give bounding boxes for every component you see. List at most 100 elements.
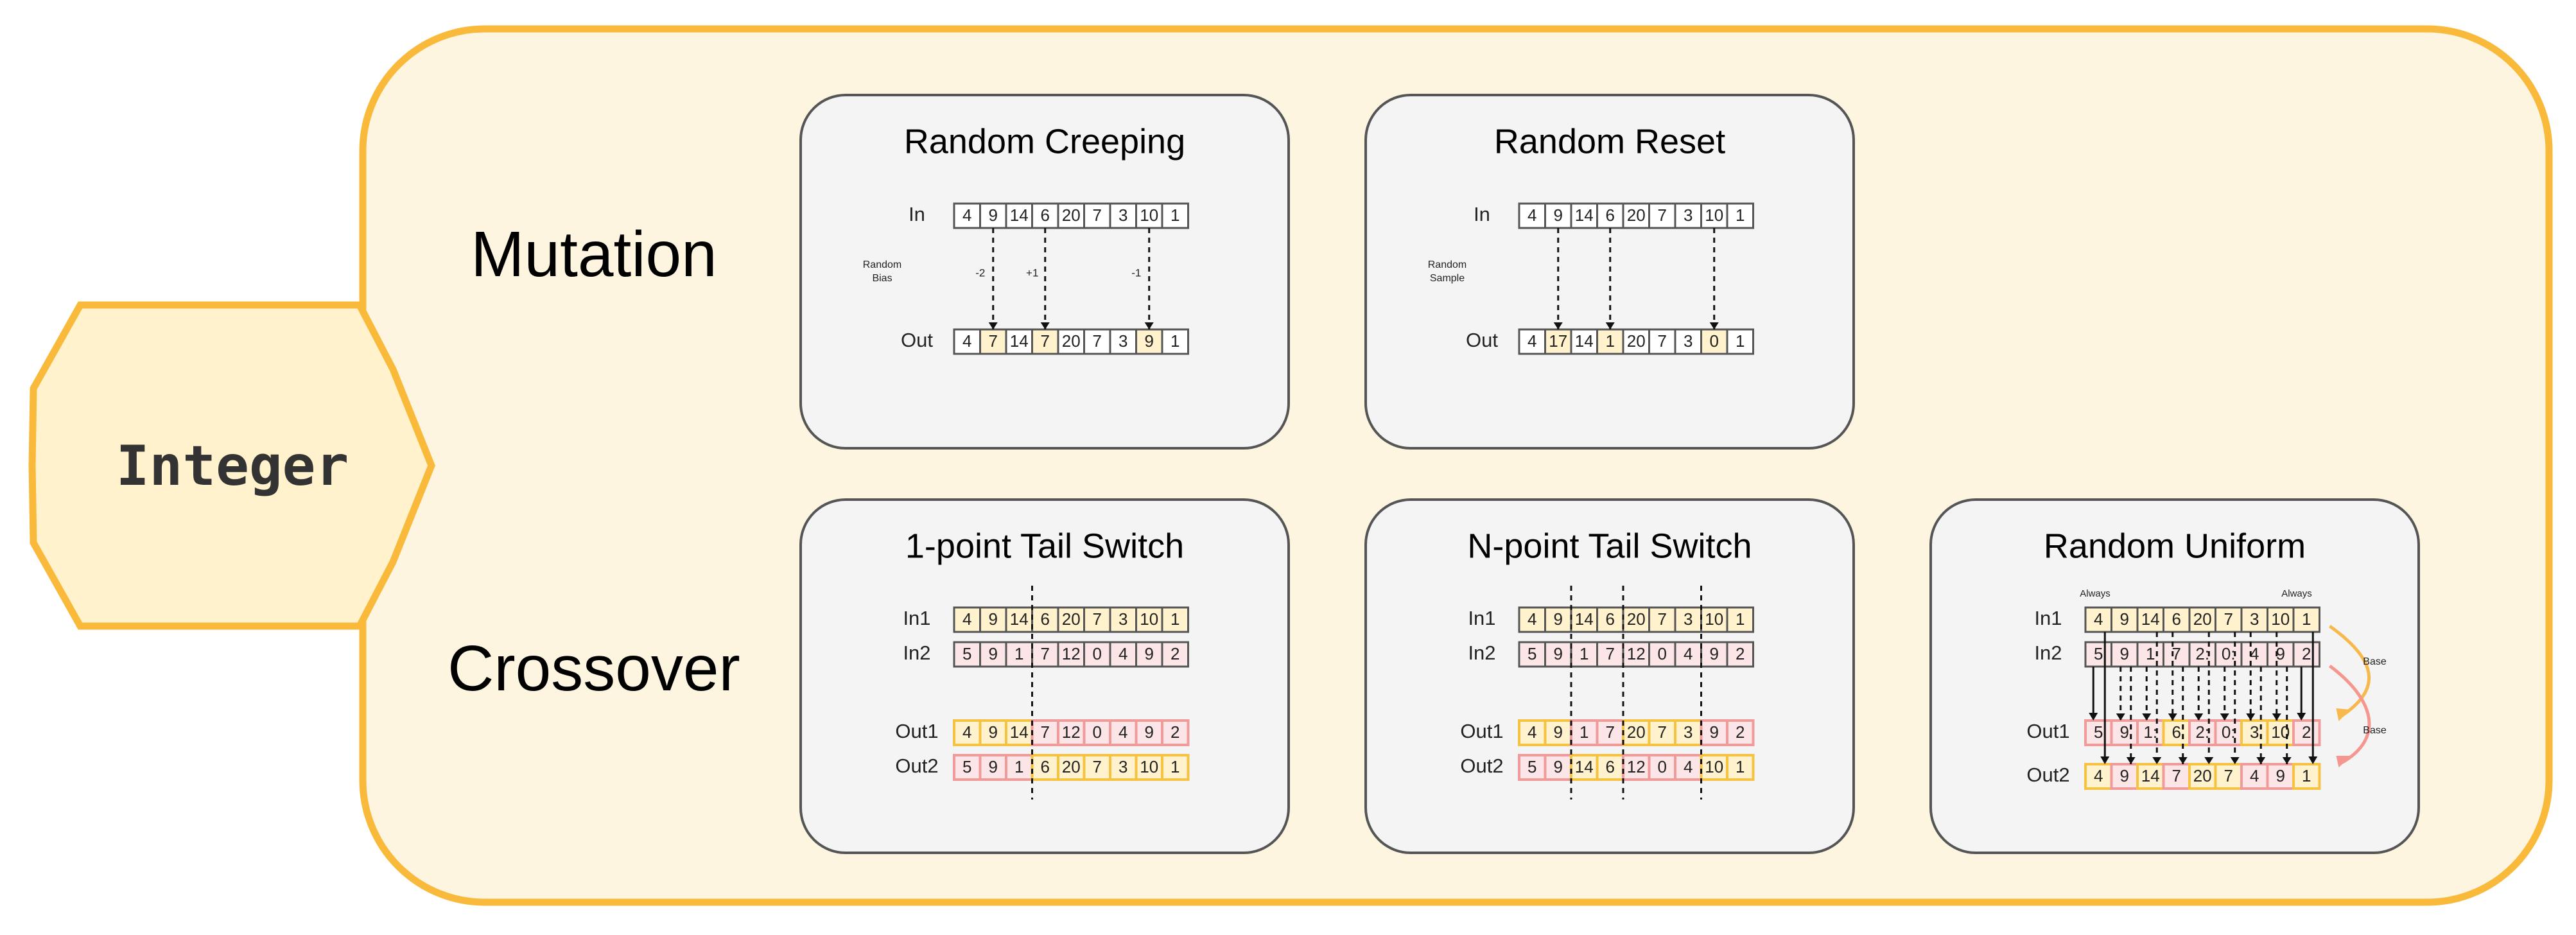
gene-value: 1 — [1171, 331, 1179, 351]
arrow-head — [1553, 322, 1563, 329]
gene-cell — [1726, 719, 1755, 746]
gene-value: 0 — [1658, 644, 1667, 663]
gene-cell — [1570, 202, 1598, 229]
row-label: In — [1474, 203, 1490, 225]
gene-cell — [2240, 641, 2268, 668]
gene-value: 3 — [1118, 609, 1127, 629]
gene-value: 1 — [2302, 766, 2311, 785]
row-label: In1 — [1468, 607, 1495, 629]
gene-cell — [2136, 641, 2164, 668]
gene-value: 12 — [1062, 722, 1081, 742]
gene-cell — [2084, 719, 2113, 746]
arrow-head — [2089, 713, 2098, 721]
gene-value: 0 — [1093, 644, 1102, 663]
gene-cell — [1648, 641, 1676, 668]
gene-value: 2 — [1171, 722, 1179, 742]
gene-value: 1 — [1736, 331, 1745, 351]
base-curve-bottom — [2329, 664, 2371, 764]
gene-value: 5 — [962, 644, 971, 663]
gene-value: 9 — [989, 757, 998, 776]
row-label: Out1 — [1460, 720, 1503, 742]
arrow-head — [2336, 708, 2351, 721]
gene-value: 14 — [1575, 757, 1594, 776]
gene-value: 7 — [1041, 644, 1050, 663]
gene-cell — [1109, 641, 1137, 668]
gene-value: 1 — [1606, 331, 1615, 351]
gene-value: 14 — [1010, 331, 1029, 351]
gene-value: 6 — [1606, 205, 1615, 225]
integer-label: Integer — [116, 434, 349, 498]
gene-value: 4 — [1118, 644, 1127, 663]
arrow-head — [2230, 757, 2240, 764]
gene-value: 14 — [2141, 609, 2160, 629]
gene-value: 9 — [1145, 722, 1154, 742]
gene-cell — [2136, 606, 2164, 633]
gene-value: 4 — [962, 331, 971, 351]
gene-value: 0 — [1093, 722, 1102, 742]
gene-value: 7 — [1093, 205, 1102, 225]
gene-value: 7 — [1041, 722, 1050, 742]
gene-value: 9 — [989, 722, 998, 742]
gene-value: 4 — [962, 609, 971, 629]
gene-value: 4 — [2250, 644, 2259, 663]
gene-value: 4 — [1527, 722, 1536, 742]
gene-value: 2 — [1736, 722, 1745, 742]
gene-value: 14 — [1010, 609, 1029, 629]
gene-value: 9 — [2120, 766, 2129, 785]
arrow-head — [1144, 322, 1154, 329]
gene-value: 3 — [1118, 757, 1127, 776]
gene-cell — [1622, 641, 1650, 668]
gene-value: 14 — [1575, 331, 1594, 351]
gene-cell — [1057, 641, 1085, 668]
arrow-head — [2256, 757, 2266, 764]
gene-cell — [1726, 328, 1754, 355]
base-curve-top — [2329, 624, 2371, 718]
gene-cell — [2215, 606, 2243, 633]
gene-cell — [1135, 202, 1163, 229]
gene-value: 9 — [1145, 644, 1154, 663]
gene-value: 1 — [1014, 644, 1023, 663]
gene-value: 4 — [1527, 205, 1536, 225]
gene-value: 4 — [1684, 644, 1693, 663]
gene-value: 20 — [2193, 766, 2212, 785]
row-label: In1 — [2034, 607, 2062, 629]
gene-value: 4 — [1527, 331, 1536, 351]
gene-cell — [1700, 754, 1728, 781]
gene-value: 1: — [2143, 722, 2157, 742]
gene-cell — [2084, 606, 2112, 633]
gene-cell — [1109, 754, 1138, 781]
gene-value: 10 — [1140, 757, 1158, 776]
gene-cell — [1518, 328, 1546, 355]
gene-cell — [2162, 763, 2191, 790]
card-title: N-point Tail Switch — [1467, 527, 1752, 565]
gene-cell — [2163, 641, 2191, 668]
arrow-head — [2272, 713, 2281, 721]
card-title: 1-point Tail Switch — [905, 527, 1184, 565]
gene-cell — [2136, 719, 2165, 746]
gene-value: 7 — [989, 331, 998, 351]
gene-value: 6 — [1606, 609, 1615, 629]
gene-value: 1 — [1736, 609, 1745, 629]
gene-cell — [1135, 606, 1163, 633]
row-label: In2 — [903, 642, 930, 664]
row-label: In2 — [1468, 642, 1495, 664]
gene-value: 9 — [989, 205, 998, 225]
gene-value: 10 — [1705, 757, 1723, 776]
gene-cell — [1083, 202, 1111, 229]
gene-value: 9 — [2276, 766, 2285, 785]
arrow-head — [2246, 713, 2256, 721]
gene-value: 1 — [1014, 757, 1023, 776]
gene-value: 17 — [1549, 331, 1567, 351]
gene-value: 12 — [1627, 644, 1646, 663]
arrow-head — [988, 322, 998, 329]
row-label: Out — [901, 329, 933, 351]
gene-value: 2 — [1171, 644, 1179, 663]
gene-value: 1 — [2302, 609, 2311, 629]
gene-value: 4 — [2094, 609, 2103, 629]
crossover-row-label: Crossover — [448, 633, 740, 704]
gene-cell — [1648, 719, 1676, 746]
gene-value: 3 — [2250, 609, 2259, 629]
gene-value: 1 — [1736, 757, 1745, 776]
gene-value: 0 — [1710, 331, 1719, 351]
